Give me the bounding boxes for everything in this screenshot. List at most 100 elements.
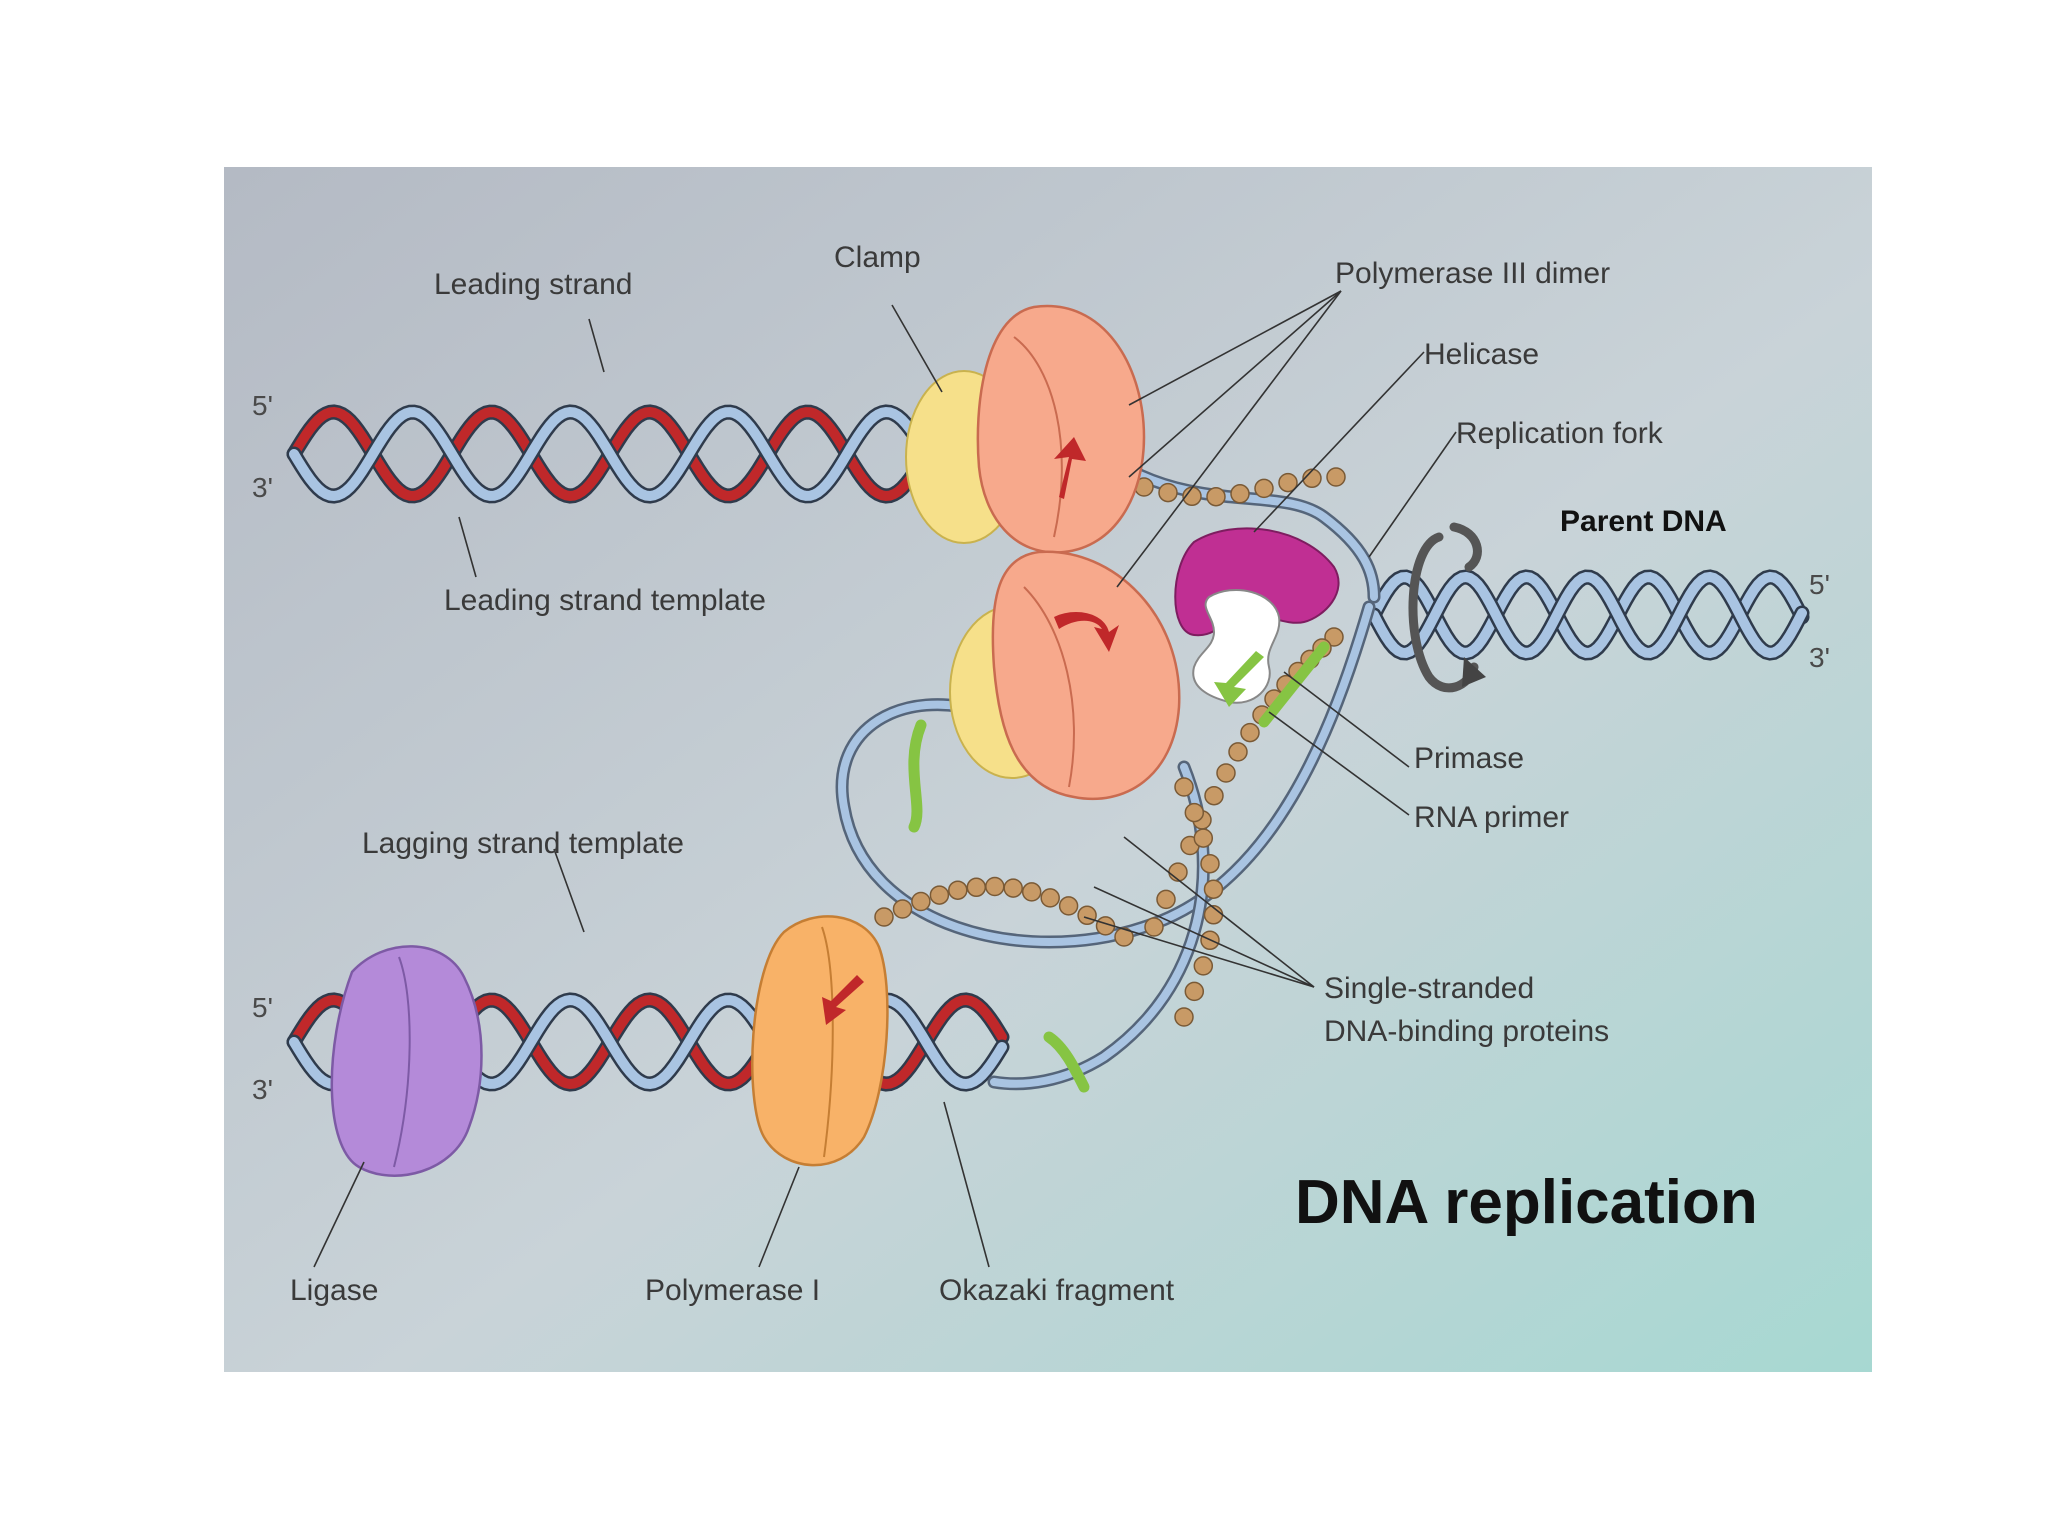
pol-iii-direction-arrow-lower [1054,612,1119,652]
ssb-bead [1254,478,1274,499]
polymerase-iii-upper-fold [1013,336,1063,538]
ssb-bead [874,907,894,927]
parent-strand-a [1369,571,1807,659]
diagram-title: DNA replication [1295,1168,1758,1237]
ssb-bead [1058,896,1079,916]
label-replication-fork: Replication fork [1456,417,1664,450]
polymerase-iii-lower [991,550,1181,801]
ssb-bead [1184,802,1205,823]
ssb-bead [1184,981,1205,1002]
ssb-bead [1203,879,1224,899]
ssb-bead [1200,853,1220,874]
leader-lagging-template [553,848,585,933]
ssb-bead [966,877,987,898]
unwinding-rotation-arrowhead [1462,657,1486,687]
lagging-template-loop-inner [838,603,1373,946]
ssb-bead [1193,956,1214,976]
ligase [330,945,483,1177]
leader-primase [1283,671,1410,768]
leading-strand-helix [286,404,1022,504]
ssb-bead [948,880,968,900]
leader-ssb-3 [1123,836,1315,988]
polymerase-i-fold [821,926,834,1158]
polymerase-i-direction-arrow [822,975,864,1025]
ssb-bead [1278,472,1298,493]
ssb-bead [1193,828,1214,848]
ssb-bead [929,885,950,905]
label-primase: Primase [1414,742,1524,775]
parent-dna-helix [1366,569,1810,661]
ssb-bead [1174,1007,1194,1027]
ligase-fold [393,956,411,1168]
parent-strand-b [1369,571,1807,659]
dna-replication-figure: Leading strand Clamp Polymerase III dime… [224,167,1872,1372]
ssb-bead [1040,888,1060,908]
label-leading-strand: Leading strand [434,268,633,301]
label-rna-primer: RNA primer [1414,801,1569,834]
ssb-bead [1240,722,1260,743]
ssb-bead [1326,467,1346,487]
ssb-bead [1206,486,1226,507]
label-okazaki-fragment: Okazaki fragment [939,1274,1175,1307]
ssb-bead [1021,882,1042,902]
end-right-5: 5' [1809,569,1830,600]
leader-pol-iii-2 [1116,290,1342,588]
label-ligase: Ligase [290,1274,378,1307]
ssb-bead [1144,917,1164,937]
label-ssb-line1: Single-stranded [1324,972,1534,1005]
leader-ssb-1 [1093,886,1315,988]
label-parent-dna: Parent DNA [1560,505,1727,538]
end-right-3: 3' [1809,642,1830,673]
ssb-bead [1324,627,1344,647]
label-lagging-strand-template: Lagging strand template [362,827,684,860]
leader-okazaki [943,1101,990,1268]
ssb-bead [1168,862,1188,882]
leader-polymerase-i [758,1166,800,1268]
label-ssb-line2: DNA-binding proteins [1324,1015,1609,1048]
polymerase-iii-lower-fold [1023,586,1075,788]
leader-helicase [1253,351,1425,533]
leader-ssb-2 [1083,916,1315,988]
polymerase-i [751,915,889,1167]
ssb-bead [1077,905,1097,926]
label-clamp: Clamp [834,241,921,274]
ssb-bead [911,891,931,912]
ssb-bead [1156,889,1176,910]
label-helicase: Helicase [1424,338,1539,371]
pol-iii-direction-arrow-upper [1054,437,1086,499]
ssb-bead [1158,482,1178,503]
ssb-bead [1204,785,1224,806]
end-bottom-left-3: 3' [252,1074,273,1105]
rna-primer-okazaki [1043,1031,1090,1093]
leader-pol-iii-3 [1128,290,1342,478]
ssb-bead [892,899,913,919]
leader-leading-strand [588,318,605,373]
ssb-bead [1174,777,1194,797]
ssb-bead [1228,742,1248,762]
ssb-bead [1114,927,1134,947]
label-polymerase-i: Polymerase I [645,1274,820,1307]
primase-direction-arrow [1214,651,1264,707]
ssb-bead [1302,468,1322,489]
label-polymerase-iii-dimer: Polymerase III dimer [1335,257,1610,290]
label-leading-strand-template: Leading strand template [444,584,766,617]
ssb-bead [1216,763,1236,783]
leader-ligase [313,1161,365,1268]
ssb-bead [1003,878,1023,898]
end-top-left-3: 3' [252,472,273,503]
leader-leading-template [458,516,477,578]
rna-primer-upper [1258,641,1330,728]
leader-rna-primer [1268,711,1410,816]
unwinding-rotation-icon [1408,522,1482,693]
end-top-left-5: 5' [252,390,273,421]
rna-primer-loop [908,719,927,833]
diagram-canvas: Leading strand Clamp Polymerase III dime… [224,167,1872,1372]
ssb-bead [985,876,1005,897]
leader-replication-fork [1368,431,1457,558]
leading-template-strand [289,406,1019,502]
leader-clamp [891,304,943,393]
ssb-bead [1230,484,1250,504]
end-bottom-left-5: 5' [252,992,273,1023]
leader-lines [313,290,1457,1268]
leader-pol-iii-1 [1128,290,1342,406]
